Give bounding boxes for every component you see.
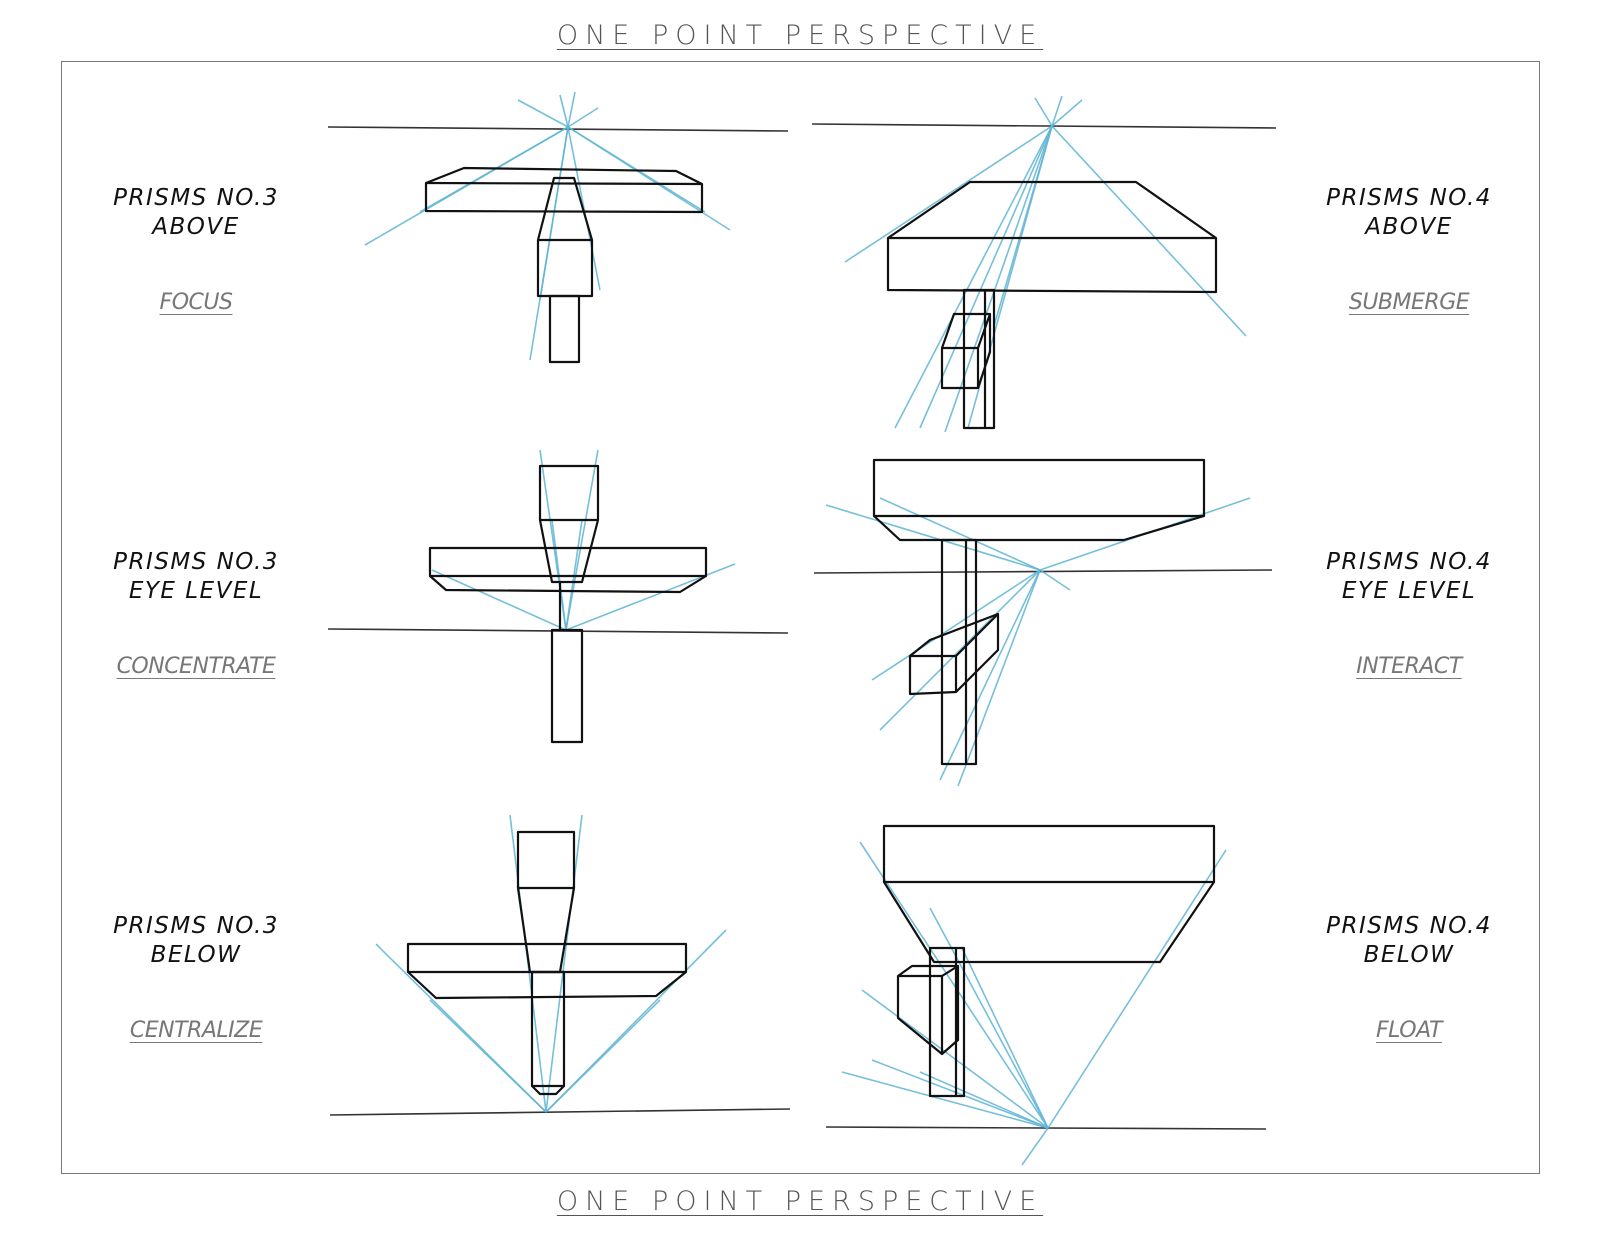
label-subtitle: ABOVE (1365, 214, 1453, 240)
label-prisms3-above: PRISMS NO.3 ABOVE FOCUS (66, 184, 326, 315)
drawing-prisms4-eye-level (813, 458, 1273, 787)
label-title: PRISMS NO.4 (1326, 185, 1492, 211)
label-word: CENTRALIZE (129, 1018, 263, 1043)
label-title: PRISMS NO.3 (113, 549, 279, 575)
page-footer: ONE POINT PERSPECTIVE (556, 1186, 1044, 1217)
prism-outline (886, 180, 1218, 430)
drawing-prisms3-below (329, 814, 791, 1116)
label-title: PRISMS NO.3 (113, 913, 279, 939)
prism-outline (428, 464, 708, 744)
drawing-prisms4-below (825, 824, 1267, 1166)
prism-outline (872, 458, 1206, 766)
label-subtitle: EYE LEVEL (128, 578, 264, 604)
prism-outline (882, 824, 1216, 1098)
horizon-line (811, 123, 1277, 129)
label-prisms3-eye-level: PRISMS NO.3 EYE LEVEL CONCENTRATE (66, 548, 326, 679)
prism-outline (424, 166, 704, 364)
drawing-prisms3-eye-level (327, 449, 789, 744)
label-subtitle: BELOW (1363, 942, 1455, 968)
construction-lines (825, 497, 1251, 787)
drawing-prisms3-above (327, 91, 789, 364)
label-prisms4-below: PRISMS NO.4 BELOW FLOAT (1279, 912, 1539, 1043)
label-prisms4-above: PRISMS NO.4 ABOVE SUBMERGE (1279, 184, 1539, 315)
construction-lines (375, 814, 727, 1113)
drawing-prisms4-above (811, 95, 1277, 433)
label-prisms4-eye-level: PRISMS NO.4 EYE LEVEL INTERACT (1279, 548, 1539, 679)
drawing-frame (61, 61, 1540, 1174)
construction-lines (841, 841, 1227, 1166)
label-word: FOCUS (159, 290, 233, 315)
label-subtitle: EYE LEVEL (1341, 578, 1477, 604)
horizon-line (327, 126, 789, 132)
label-word: CONCENTRATE (116, 654, 276, 679)
label-prisms3-below: PRISMS NO.3 BELOW CENTRALIZE (66, 912, 326, 1043)
horizon-line (329, 1108, 791, 1116)
prism-outline (406, 830, 688, 1096)
label-title: PRISMS NO.3 (113, 185, 279, 211)
label-title: PRISMS NO.4 (1326, 549, 1492, 575)
label-word: FLOAT (1376, 1018, 1442, 1043)
page-title: ONE POINT PERSPECTIVE (556, 20, 1044, 51)
label-subtitle: BELOW (150, 942, 242, 968)
construction-lines (364, 91, 731, 361)
label-word: SUBMERGE (1348, 290, 1470, 315)
label-word: INTERACT (1356, 654, 1462, 679)
label-subtitle: ABOVE (152, 214, 240, 240)
construction-lines (431, 449, 736, 631)
label-title: PRISMS NO.4 (1326, 913, 1492, 939)
construction-lines (844, 95, 1247, 433)
